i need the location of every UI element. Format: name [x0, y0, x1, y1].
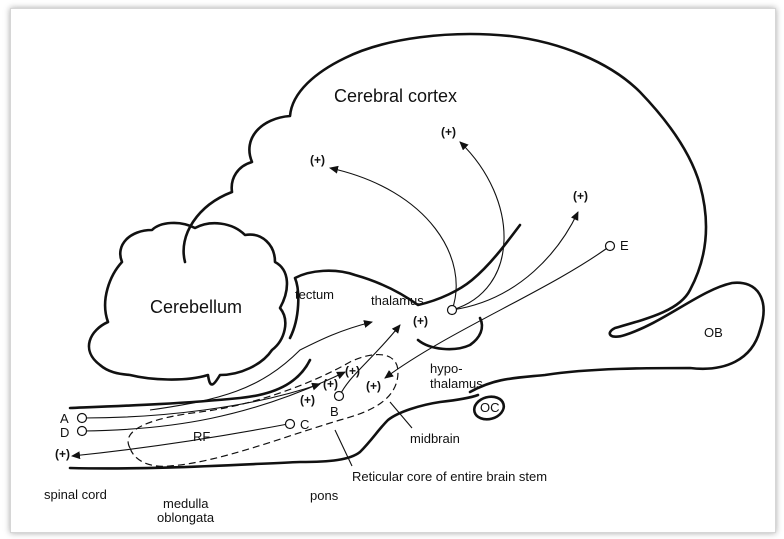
node-d — [78, 427, 87, 436]
plus-marker-cortex-right: (+) — [573, 189, 588, 203]
node-e — [606, 242, 615, 251]
tectum-label: tectum — [295, 287, 334, 302]
fiber-e — [385, 246, 610, 378]
cerebral-cortex-outline — [184, 34, 764, 392]
plus-marker-d: (+) — [323, 377, 338, 391]
hypothalamus-label-2: thalamus — [430, 376, 483, 391]
fiber-thalamus-2 — [452, 142, 504, 310]
medulla-label-1: medulla — [163, 496, 209, 511]
node-b — [335, 392, 344, 401]
thalamus-label: thalamus — [371, 293, 424, 308]
oc-label: OC — [480, 400, 500, 415]
plus-marker-thalamus: (+) — [413, 314, 428, 328]
plus-marker-cortex-top: (+) — [441, 125, 456, 139]
plus-marker-b: (+) — [345, 364, 360, 378]
point-d-label: D — [60, 425, 69, 440]
node-thalamus — [448, 306, 457, 315]
point-c-label: C — [300, 417, 309, 432]
cerebellum-label: Cerebellum — [150, 297, 242, 317]
reticular-core-label: Reticular core of entire brain stem — [352, 469, 547, 484]
medulla-label-2: oblongata — [157, 510, 215, 525]
spinal-cord-label: spinal cord — [44, 487, 107, 502]
node-c — [286, 420, 295, 429]
fiber-c — [72, 424, 288, 456]
plus-marker-spinal: (+) — [55, 447, 70, 461]
brainstem-upper-edge — [290, 225, 520, 338]
pons-label: pons — [310, 488, 339, 503]
midbrain-label: midbrain — [410, 431, 460, 446]
cerebral-cortex-label: Cerebral cortex — [334, 86, 457, 106]
point-e-label: E — [620, 238, 629, 253]
hypothalamus-label-1: hypo- — [430, 361, 463, 376]
plus-marker-cortex-left: (+) — [310, 153, 325, 167]
point-a-label: A — [60, 411, 69, 426]
rf-label: RF — [193, 429, 210, 444]
ob-label: OB — [704, 325, 723, 340]
node-a — [78, 414, 87, 423]
plus-marker-a: (+) — [300, 393, 315, 407]
plus-marker-e: (+) — [366, 379, 381, 393]
fiber-thalamus-3 — [452, 212, 578, 310]
point-b-label: B — [330, 404, 339, 419]
